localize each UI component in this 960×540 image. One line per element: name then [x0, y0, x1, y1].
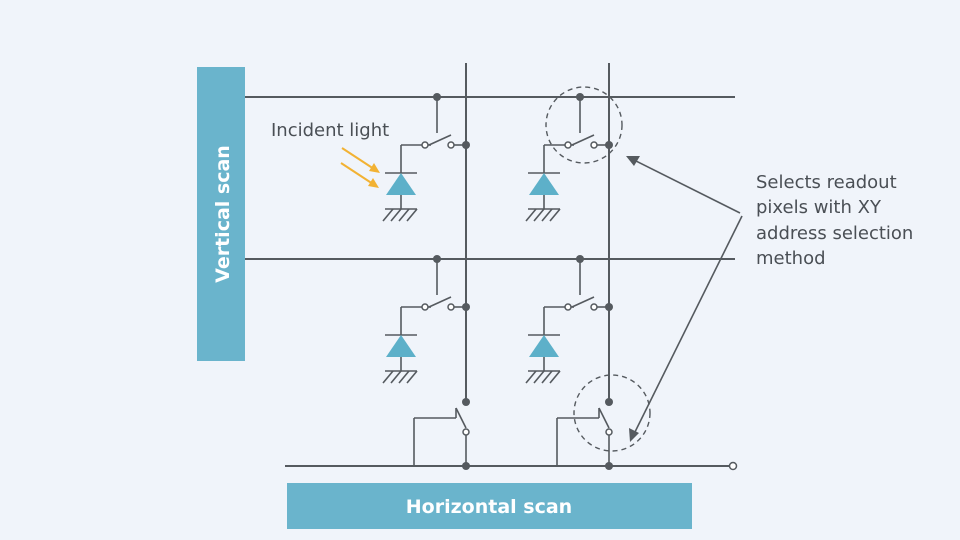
- annotation-line-4: method: [756, 248, 826, 269]
- annotation-text: Selects readout pixels with XY address s…: [756, 172, 919, 269]
- pixel-r2c1: [382, 254, 471, 384]
- vertical-scan-block: Vertical scan: [197, 67, 245, 361]
- annotation-line-3: address selection: [756, 223, 913, 244]
- pixel-r1c2: [525, 92, 614, 222]
- incident-light-label: Incident light: [271, 120, 389, 141]
- selected-pixel-highlight: [545, 86, 623, 164]
- selected-column-highlight: [573, 374, 651, 452]
- annotation-line-2: pixels with XY: [756, 197, 882, 218]
- column-switch-1: [413, 397, 471, 471]
- annotation-arrows: [626, 156, 743, 442]
- vertical-scan-label: Vertical scan: [212, 145, 234, 283]
- column-switch-2: [556, 397, 614, 471]
- horizontal-scan-label: Horizontal scan: [406, 496, 572, 518]
- light-rays-icon: [340, 147, 380, 188]
- horizontal-scan-block: Horizontal scan: [287, 483, 692, 529]
- annotation-line-1: Selects readout: [756, 172, 897, 193]
- pixel-r1c1: [382, 92, 471, 222]
- output-terminal: [728, 461, 738, 471]
- pixel-r2c2: [525, 254, 614, 384]
